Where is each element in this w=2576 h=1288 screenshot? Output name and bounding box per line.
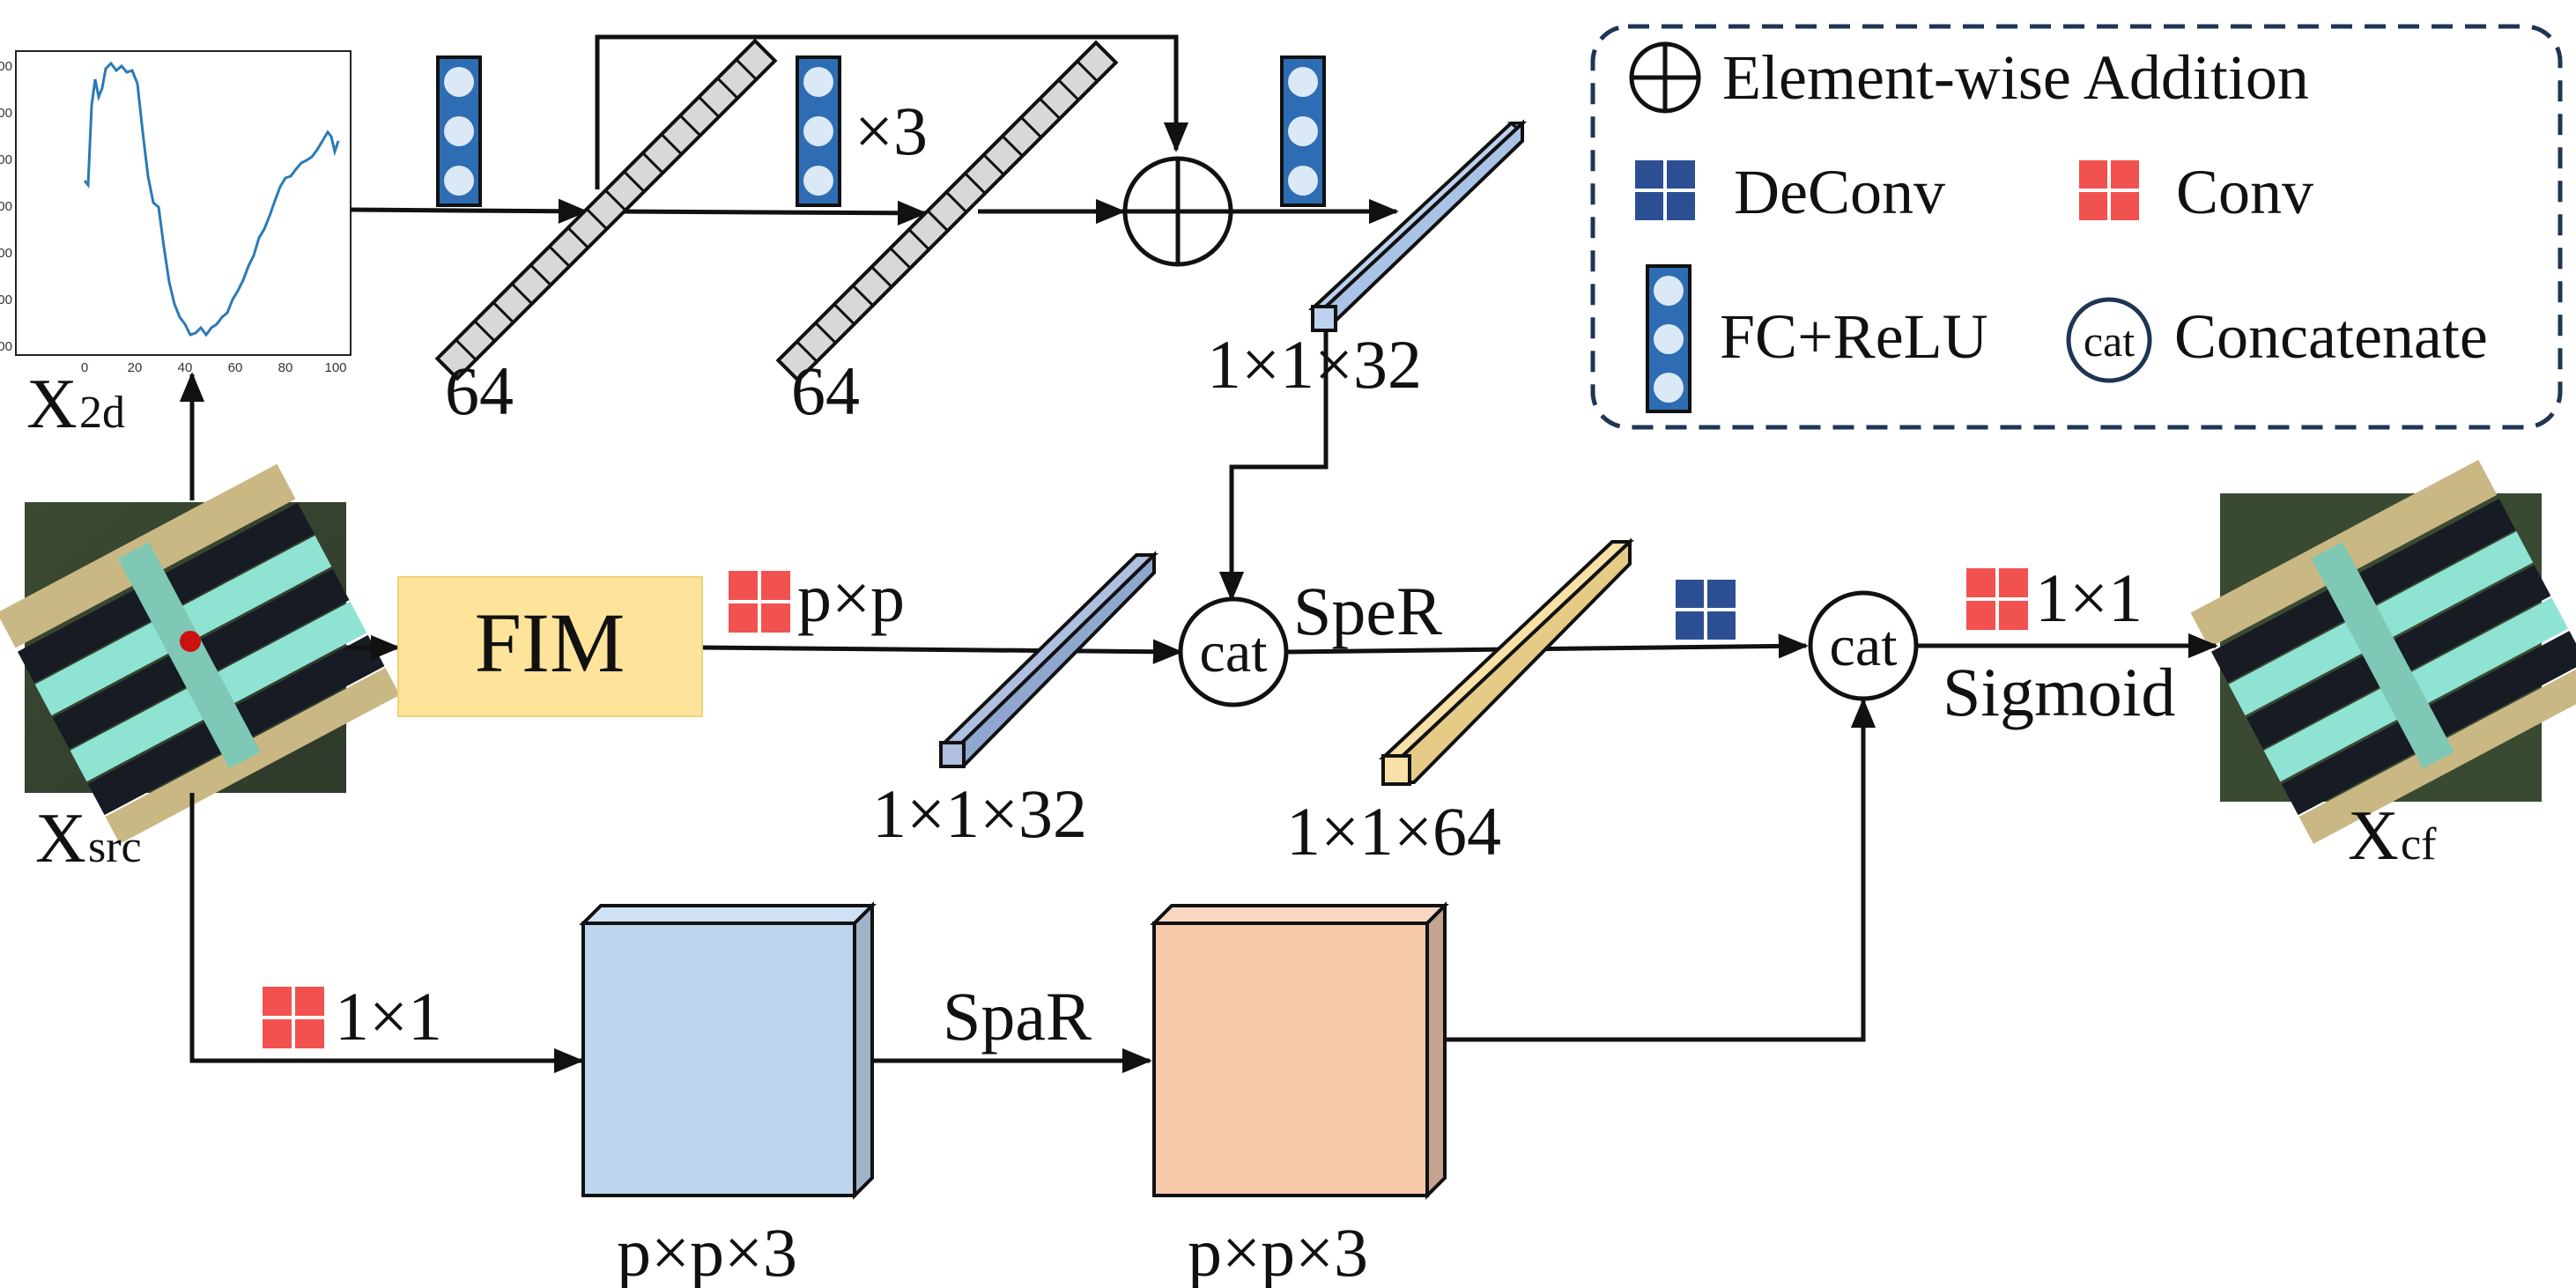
x-tick-label: 0 — [81, 360, 88, 375]
fc1-dim: 64 — [445, 352, 514, 429]
y-tick-label: 1800 — [0, 246, 12, 261]
arrow-plot-to-fc1 — [350, 198, 588, 224]
y-tick-label: 1600 — [0, 292, 12, 307]
x2d-label: X 2d — [26, 366, 125, 443]
connections — [179, 34, 2218, 1074]
arrow-out-to-cat1 — [1218, 326, 1329, 602]
xsrc-sub: src — [88, 822, 142, 872]
fim-label: FIM — [475, 596, 625, 690]
arrow-fc1-to-fc2 — [616, 200, 928, 226]
x2d-plot: 2600 2400 2200 2000 1800 1600 1400 0 20 … — [0, 50, 352, 375]
x-tick-label: 60 — [228, 360, 243, 375]
legend-cat-symbol: cat — [2084, 316, 2135, 366]
xcf-main: X — [2348, 797, 2399, 875]
sper-out-dim: 1×1×64 — [1286, 793, 1501, 870]
arrow-block2-to-cat2 — [1445, 698, 1876, 1042]
fc-layer-1 — [434, 38, 778, 381]
bottom-conv-label: 1×1 — [335, 978, 442, 1055]
fc-relu-icon — [1280, 56, 1326, 207]
block2-dim: p×p×3 — [1188, 1214, 1368, 1288]
plot-y-ticks: 2600 2400 2200 2000 1800 1600 1400 — [0, 59, 12, 354]
concat-operator-1: cat — [1178, 596, 1289, 707]
legend-add-label: Element-wise Addition — [1722, 42, 2309, 113]
xsrc-label: X src — [35, 800, 142, 877]
fc-relu-icon — [436, 56, 482, 207]
spectrum-curve — [83, 61, 340, 337]
sigmoid-label: Sigmoid — [1943, 654, 2175, 730]
fim-out-dim: 1×1×32 — [872, 775, 1087, 852]
legend-conv-label: Conv — [2176, 157, 2313, 227]
spar-label: SpaR — [943, 978, 1092, 1055]
spatial-block-1 — [579, 901, 877, 1200]
legend-fc-label: FC+ReLU — [1720, 301, 1988, 372]
fc-relu-icon — [796, 56, 841, 207]
xsrc-image — [0, 463, 400, 844]
xsrc-main: X — [35, 800, 86, 877]
xcf-label: X cf — [2348, 797, 2437, 875]
x2d-main: X — [26, 366, 78, 443]
concat-operator-2: cat — [1808, 590, 1919, 701]
pixel-marker — [180, 631, 201, 652]
spatial-block-2 — [1150, 901, 1449, 1200]
y-tick-label: 2000 — [0, 199, 12, 214]
x2d-sub: 2d — [79, 388, 125, 438]
xcf-image — [2190, 459, 2576, 844]
legend-deconv-icon — [1635, 160, 1695, 220]
legend-add-icon — [1629, 41, 1701, 114]
add-operator — [1122, 156, 1233, 267]
sper-output-bar — [1378, 537, 1635, 786]
legend-fc-icon — [1646, 264, 1691, 413]
cat1-label: cat — [1200, 620, 1268, 685]
y-tick-label: 2400 — [0, 106, 12, 121]
xcf-sub: cf — [2401, 819, 2437, 870]
x-tick-label: 100 — [324, 360, 346, 375]
conv-icon — [263, 987, 324, 1048]
conv-icon — [1966, 568, 2028, 630]
legend-deconv-label: DeConv — [1734, 157, 1945, 227]
x-tick-label: 80 — [278, 360, 293, 375]
deconv-icon — [1676, 580, 1736, 640]
top-out-dim: 1×1×32 — [1207, 326, 1422, 403]
skip-connection — [595, 34, 1189, 189]
legend-conv-icon — [2079, 160, 2139, 220]
fc-layer-2 — [775, 40, 1119, 383]
top-output-bar — [1307, 119, 1528, 332]
y-tick-label: 2600 — [0, 59, 12, 74]
arrow-src-to-block1 — [189, 793, 584, 1074]
x-tick-label: 40 — [178, 360, 193, 375]
fim-conv-label: p×p — [797, 559, 905, 636]
cat2-label: cat — [1830, 614, 1898, 678]
y-tick-label: 2200 — [0, 152, 12, 167]
arrow-fim-to-cat1 — [702, 639, 1183, 664]
sper-label: SpeR — [1293, 573, 1442, 649]
conv-icon — [729, 571, 790, 633]
final-conv-label: 1×1 — [2035, 559, 2143, 636]
block1-dim: p×p×3 — [617, 1214, 797, 1288]
x-tick-label: 20 — [128, 360, 143, 375]
fc2-dim: 64 — [791, 352, 860, 429]
legend-cat-icon: cat — [2066, 297, 2152, 383]
fim-block: FIM — [397, 576, 703, 717]
fim-output-bar — [938, 551, 1158, 768]
repeat-label: ×3 — [855, 93, 928, 169]
legend-concat-label: Concatenate — [2174, 301, 2488, 372]
y-tick-label: 1400 — [0, 339, 12, 354]
legend: Element-wise Addition DeConv Conv FC+ReL… — [1590, 24, 2563, 430]
plot-x-ticks: 0 20 40 60 80 100 — [81, 360, 347, 375]
